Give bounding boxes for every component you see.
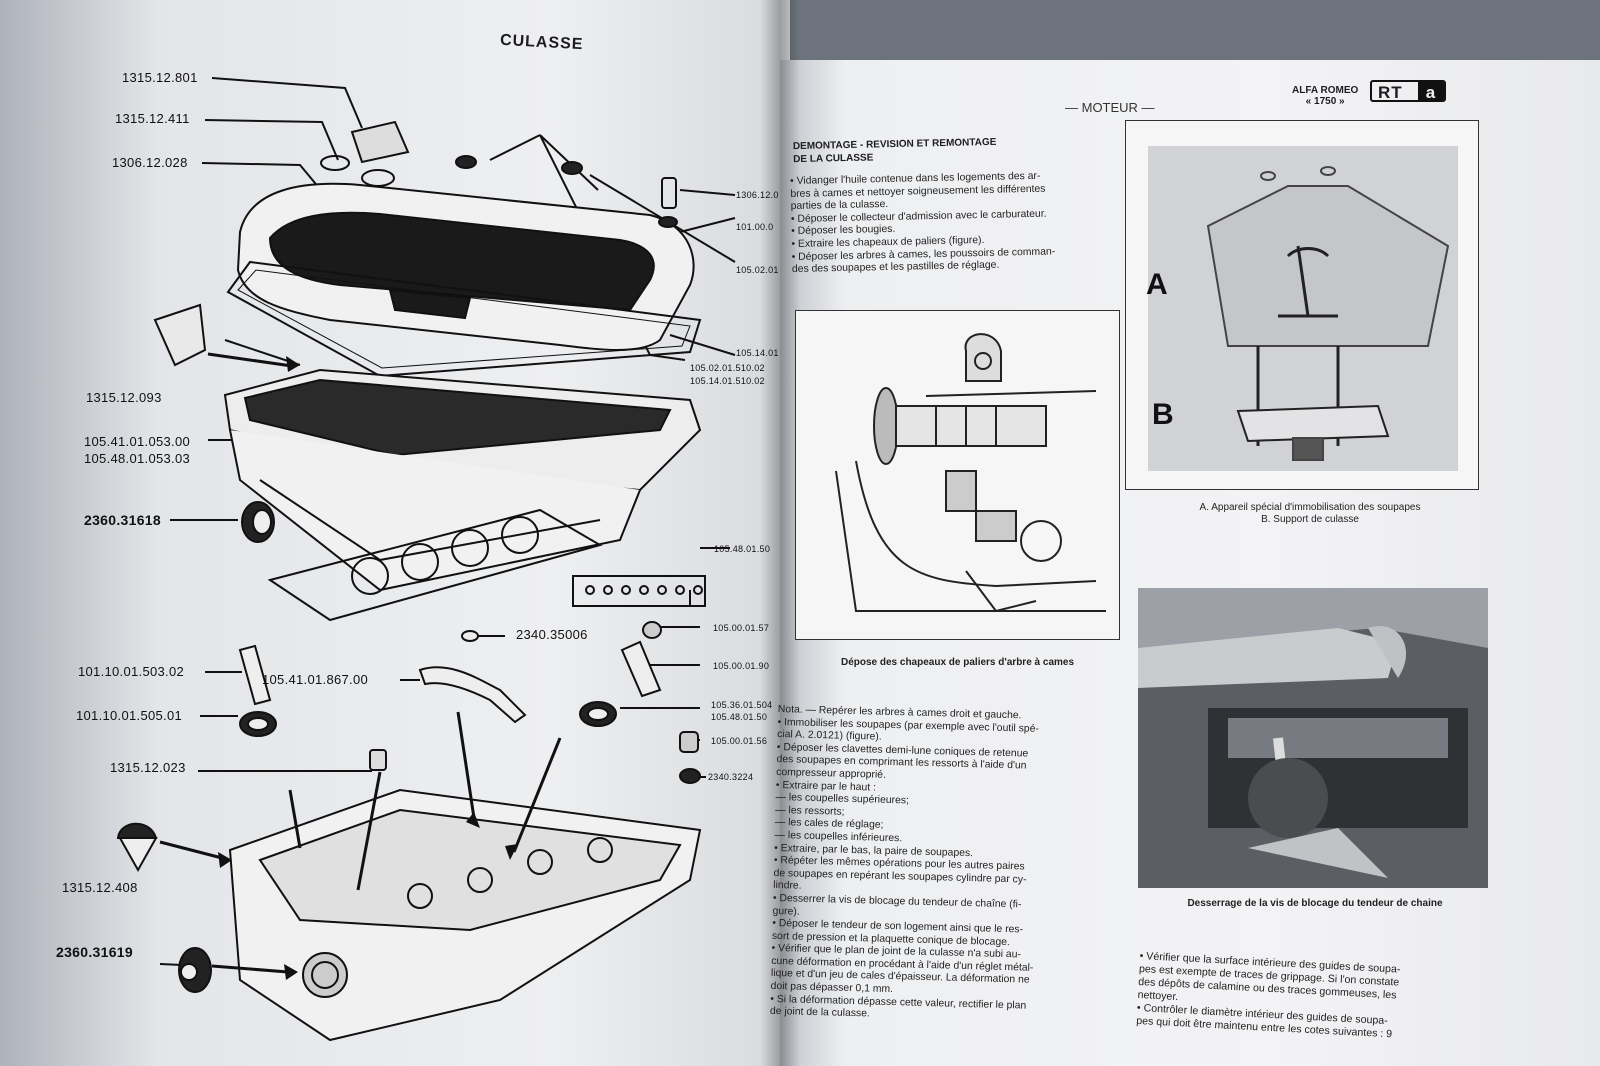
tensioner-photo [1138, 588, 1488, 888]
part-label: 1306.12.028 [112, 155, 188, 170]
caption-line: A. Appareil spécial d'immobilisation des… [1199, 502, 1421, 513]
part-label: 105.02.01.510.02 [690, 363, 765, 373]
part-label: 1315.12.093 [86, 390, 162, 405]
part-label: 105.00.01.90 [713, 661, 770, 671]
bearing-caps-drawing [835, 333, 1106, 613]
fig-label-a: A [1146, 268, 1168, 301]
part-label: 2360.31619 [56, 944, 133, 960]
part-label: 105.41.01.053.00 [84, 434, 191, 449]
figure1-caption: Dépose des chapeaux de paliers d'arbre à… [840, 657, 1075, 668]
part-label: 1315.12.023 [110, 760, 186, 775]
part-label: 1315.12.408 [62, 880, 138, 895]
brand-name: ALFA ROMEO [1292, 85, 1359, 96]
part-label: 101.10.01.503.02 [78, 664, 185, 679]
figure2-caption: A. Appareil spécial d'immobilisation des… [1135, 502, 1485, 526]
rta-logo: RT a [1370, 80, 1446, 102]
part-label: 101.10.01.505.01 [76, 708, 183, 723]
book-gutter [760, 0, 800, 1066]
figure3-caption: Desserrage de la vis de blocage du tende… [1187, 898, 1443, 909]
caption-line: B. Support de culasse [1261, 514, 1359, 525]
logo-rt: RT [1378, 83, 1403, 102]
section-header: — MOTEUR — [1065, 100, 1155, 115]
section-heading: DEMONTAGE - REVISION ET REMONTAGE DE LA … [793, 136, 997, 166]
part-label: 1306.12.0 [736, 190, 779, 200]
fig-label-b: B [1152, 398, 1174, 431]
part-label: 2360.31618 [84, 512, 161, 528]
part-label: 105.36.01.504 [711, 700, 773, 710]
part-label: 105.14.01.510.02 [690, 376, 765, 386]
cylinder-head-exploded-drawing [116, 77, 736, 1042]
part-label: 105.02.01 [736, 265, 779, 275]
part-label: 105.48.01.50 [714, 544, 771, 554]
part-label: 101.00.0 [736, 222, 774, 232]
part-label: 2340.35006 [516, 627, 588, 642]
tensioner-drawing [1138, 588, 1488, 878]
part-label: 1315.12.801 [122, 70, 198, 85]
part-label: 105.41.01.867.00 [262, 672, 369, 687]
procedure-text: Nota. — Repérer les arbres à cames droit… [770, 704, 1123, 1028]
brand-block: ALFA ROMEO « 1750 » [1292, 85, 1358, 107]
part-label: 2340.3224 [708, 772, 754, 782]
tool-drawing [1206, 166, 1450, 461]
logo-a: a [1418, 82, 1444, 100]
part-label: 105.14.01 [736, 348, 779, 358]
figure-valve-tool [1125, 120, 1479, 490]
intro-text: • Vidanger l'huile contenue dans les log… [790, 169, 1122, 277]
part-label: 105.48.01.50 [711, 712, 768, 722]
tool-photo [1148, 146, 1458, 471]
part-label: 1315.12.411 [115, 111, 190, 126]
part-label: 105.00.01.57 [713, 623, 770, 633]
brand-model: « 1750 » [1305, 96, 1345, 107]
part-label: 105.00.01.56 [711, 736, 768, 746]
part-label: 105.48.01.053.03 [84, 451, 191, 466]
figure-bearing-caps [795, 310, 1120, 640]
